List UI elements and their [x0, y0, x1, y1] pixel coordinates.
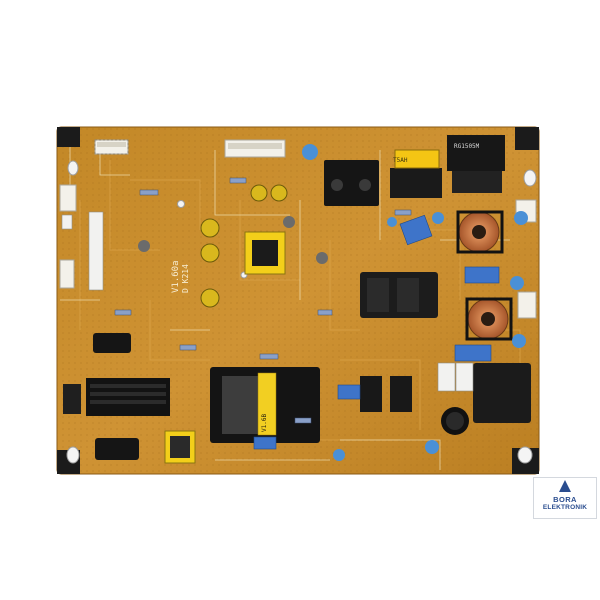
white-parts — [61, 211, 474, 392]
board-labels: V1.60a D K214 T5AH V1.6B — [171, 157, 408, 432]
version-label: V1.60a — [171, 260, 181, 293]
small-capacitors — [138, 184, 328, 308]
yellow-transformers — [164, 231, 286, 464]
black-components: RG1505M — [63, 135, 531, 460]
toroid-coils — [456, 210, 513, 341]
triangle-logo-icon — [559, 480, 571, 492]
revision-label: D K214 — [181, 264, 190, 293]
fuse-label: T5AH — [393, 157, 408, 164]
connectors — [59, 139, 537, 319]
bridge-label: RG1505M — [454, 143, 480, 150]
logo-subtitle: ELEKTRONIK — [542, 504, 588, 511]
relay-label: V1.6B — [261, 414, 268, 432]
disc-capacitors — [302, 144, 528, 461]
blue-capacitors — [253, 214, 500, 450]
logo-brand: BORA — [553, 495, 577, 504]
resistors — [114, 177, 412, 424]
bora-elektronik-logo: BORA ELEKTRONIK — [533, 477, 597, 519]
circuit-board — [56, 126, 540, 475]
